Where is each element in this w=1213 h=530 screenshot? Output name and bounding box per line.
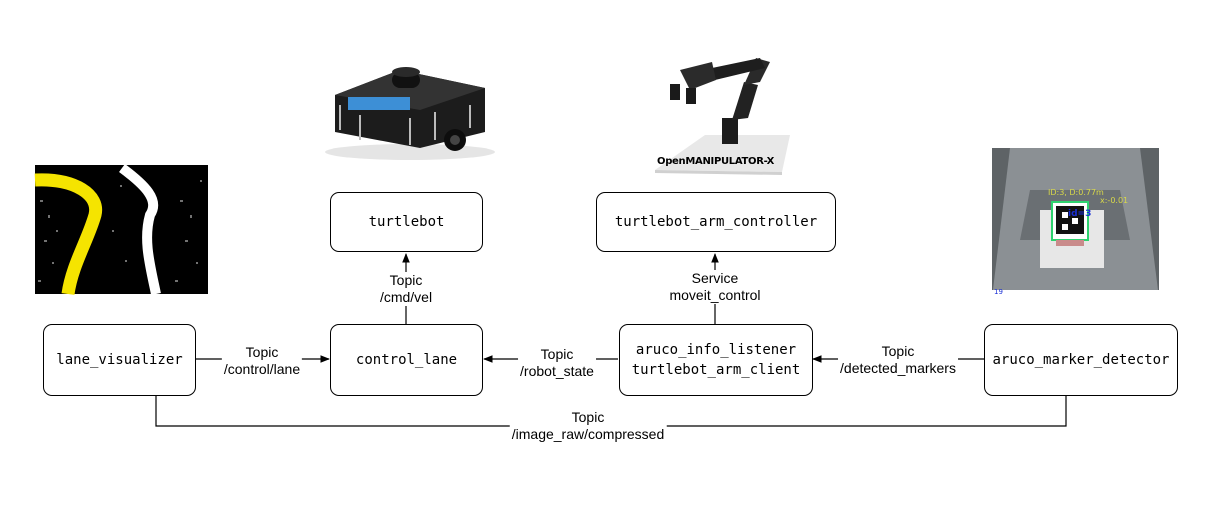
marker-overlay-coords: x:-0.01	[1100, 196, 1129, 205]
edge-control-lane-name: /control/lane	[223, 361, 301, 377]
edge-detected-markers-name: /detected_markers	[840, 360, 956, 376]
node-turtlebot: turtlebot	[330, 192, 483, 252]
edge-moveit-name: moveit_control	[669, 287, 761, 303]
edge-image-raw-name: /image_raw/compressed	[511, 426, 665, 442]
aruco-camera-image	[992, 148, 1159, 298]
marker-overlay-id: ID:3, D:0.77m	[1048, 188, 1104, 197]
edge-robot-state-kind: Topic	[540, 346, 574, 362]
node-lane-visualizer: lane_visualizer	[43, 324, 196, 396]
edge-moveit-kind: Service	[691, 270, 739, 286]
node-arm-controller-label: turtlebot_arm_controller	[614, 214, 818, 230]
edge-detected-markers-label: Topic /detected_markers	[838, 343, 958, 377]
node-aruco-listener-line1: aruco_info_listener	[635, 342, 797, 358]
edge-robot-state-name: /robot_state	[520, 363, 594, 379]
edge-control-lane-label: Topic /control/lane	[221, 344, 303, 378]
edge-image-raw-kind: Topic	[571, 409, 605, 425]
marker-tag-label: id=3	[1068, 209, 1092, 219]
node-aruco-listener-line2: turtlebot_arm_client	[631, 362, 801, 378]
node-control-lane-label: control_lane	[355, 352, 458, 368]
node-aruco-info-listener: aruco_info_listener turtlebot_arm_client	[619, 324, 813, 396]
edge-robot-state-label: Topic /robot_state	[518, 346, 596, 380]
edge-cmd-vel-label: Topic /cmd/vel	[377, 272, 435, 306]
edge-moveit-label: Service moveit_control	[667, 270, 763, 304]
edge-cmd-vel-name: /cmd/vel	[379, 289, 433, 305]
edge-control-lane-kind: Topic	[245, 344, 279, 360]
node-control-lane: control_lane	[330, 324, 483, 396]
node-lane-visualizer-label: lane_visualizer	[56, 352, 183, 368]
edge-cmd-vel-kind: Topic	[389, 272, 423, 288]
marker-frame-number: 19	[994, 288, 1003, 296]
turtlebot-robot-image	[325, 67, 495, 160]
edge-image-raw-label: Topic /image_raw/compressed	[509, 409, 667, 443]
node-aruco-detector-label: aruco_marker_detector	[992, 352, 1170, 368]
lane-camera-image	[34, 163, 208, 296]
node-aruco-marker-detector: aruco_marker_detector	[984, 324, 1178, 396]
openmanipulator-image	[655, 58, 790, 175]
manipulator-caption: OpenMANIPULATOR-X	[657, 156, 775, 167]
node-turtlebot-arm-controller: turtlebot_arm_controller	[596, 192, 836, 252]
node-turtlebot-label: turtlebot	[368, 214, 445, 230]
edge-detected-markers-kind: Topic	[881, 343, 915, 359]
